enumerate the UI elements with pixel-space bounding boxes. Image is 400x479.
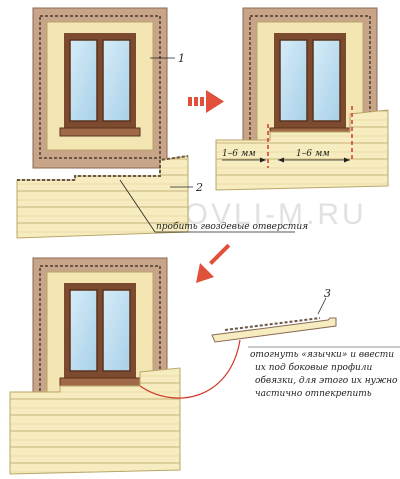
- note-tabs-line2: их под боковые профили: [255, 362, 373, 373]
- note-tabs-line4: частично отпекрепить: [255, 389, 372, 399]
- arrow-right: [188, 90, 224, 113]
- siding-installed: [215, 109, 389, 191]
- window: [59, 283, 141, 387]
- note-tabs: отогнуть «язычки» и ввести их под боковы…: [248, 346, 400, 399]
- panel-step-1: 1: [32, 7, 185, 169]
- note-tabs-line1: отогнуть «язычки» и ввести: [250, 350, 394, 360]
- gap-right: 1–6 мм: [296, 149, 330, 159]
- panel-step-3: [9, 257, 181, 475]
- j-channel: [39, 15, 161, 159]
- leader-3: [317, 297, 327, 315]
- label-2: 2: [195, 181, 203, 194]
- siding-installed: [9, 367, 181, 475]
- panel-step-2: 1–6 мм 1–6 мм: [215, 7, 389, 191]
- note-tabs-line3: обвязки, для этого их нужно: [255, 375, 398, 386]
- window: [269, 33, 351, 137]
- arrow-down-left: [196, 243, 231, 283]
- window: [59, 33, 141, 137]
- label-1: 1: [178, 52, 185, 65]
- red-leader: [139, 339, 241, 399]
- siding-panel-2: 2 пробить гвоздевые отверстия: [16, 155, 308, 239]
- undersill-piece-3: 3: [211, 287, 337, 343]
- window-sill: [59, 127, 141, 137]
- note-nail-holes: пробить гвоздевые отверстия: [156, 221, 308, 232]
- label-3: 3: [324, 287, 331, 300]
- leader-nail: [119, 179, 156, 233]
- gap-left: 1–6 мм: [222, 149, 256, 159]
